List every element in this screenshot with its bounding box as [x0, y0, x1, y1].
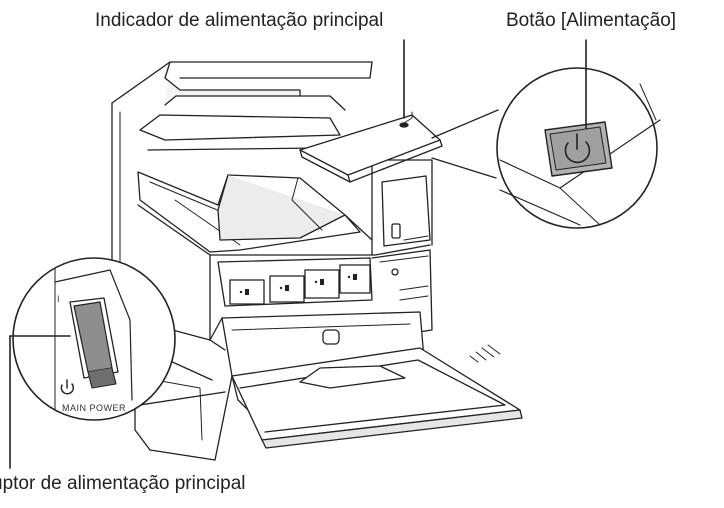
main-power-switch-callout: [12, 257, 226, 421]
main-power-switch-label: uptor de alimentação principal: [0, 473, 246, 494]
main-power-text: MAIN POWER: [62, 403, 126, 413]
leader-lines: [9, 39, 587, 469]
power-icon: [60, 379, 75, 395]
power-button-label: Botão [Alimentação]: [506, 10, 677, 31]
power-button-callout: [431, 67, 661, 229]
switch-on-mark: I: [57, 294, 60, 304]
copier-body: [111, 61, 523, 461]
main-power-indicator-label: Indicador de alimentação principal: [95, 10, 384, 31]
power-icon: [564, 133, 591, 164]
